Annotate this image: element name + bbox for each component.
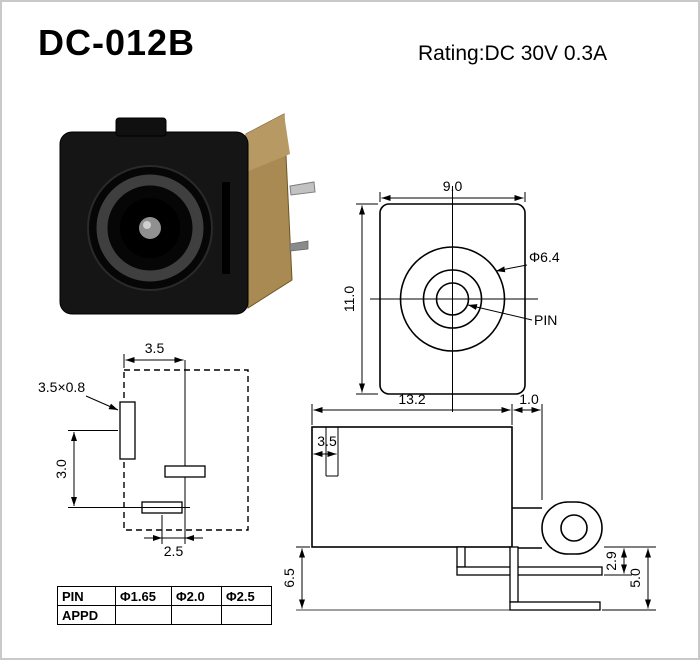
footprint-pad-center xyxy=(164,465,206,478)
sv-dim-height-label: 6.5 xyxy=(281,568,297,588)
page-title: DC-012B xyxy=(38,22,196,63)
sv-dim-flange-label: 1.0 xyxy=(519,391,539,407)
spec-cell-appd-label: APPD xyxy=(57,605,116,625)
front-view-dimensions: 9.0 11.0 Φ6.4 PIN xyxy=(341,178,560,395)
sv-dim-notch-label: 3.5 xyxy=(317,433,337,449)
side-view-dimensions: 13.2 1.0 3.5 6.5 2.9 5. xyxy=(281,391,656,611)
front-view-geometry xyxy=(370,186,538,412)
spec-table: PIN Φ1.65 Φ2.0 Φ2.5 APPD xyxy=(57,586,272,625)
footprint-drawing: 3.5 3.5×0.8 3.0 2.5 xyxy=(38,340,249,559)
footprint-pad-slot xyxy=(119,401,136,460)
spec-cell-pin-label: PIN xyxy=(57,586,116,606)
solder-pin-photo xyxy=(289,181,316,196)
side-view-geometry xyxy=(311,426,603,611)
side-view-pin-hole xyxy=(560,514,588,542)
spec-cell-pin-v3: Φ2.5 xyxy=(221,586,272,606)
fv-dim-height-label: 11.0 xyxy=(341,286,357,312)
spec-cell-pin-v2: Φ2.0 xyxy=(171,586,222,606)
fp-dim-left-label: 3.0 xyxy=(53,459,69,479)
footprint-dimensions: 3.5 3.5×0.8 3.0 2.5 xyxy=(38,340,203,559)
side-view-drawing: 13.2 1.0 3.5 6.5 2.9 5. xyxy=(281,391,656,611)
fv-dim-width-label: 9.0 xyxy=(443,178,463,194)
side-view-pin-lower xyxy=(509,601,601,611)
footprint-geometry xyxy=(119,360,249,531)
front-view-drawing: 9.0 11.0 Φ6.4 PIN xyxy=(341,178,560,412)
rating-text: Rating:DC 30V 0.3A xyxy=(418,42,608,65)
spec-cell-appd-v2 xyxy=(171,605,222,625)
side-view-bushing xyxy=(541,501,603,555)
product-photo-image xyxy=(59,113,316,315)
spec-cell-pin-v1: Φ1.65 xyxy=(115,586,172,606)
side-view-pin-upper xyxy=(456,566,603,576)
spec-cell-appd-v1 xyxy=(115,605,172,625)
fp-dim-top-label: 3.5 xyxy=(145,340,165,356)
dc-jack-photo xyxy=(59,113,316,315)
spec-table-row-appd: APPD xyxy=(57,605,272,625)
fv-diameter-label: Φ6.4 xyxy=(529,249,560,265)
spec-cell-appd-v3 xyxy=(221,605,272,625)
sv-dim-pin-lower-label: 5.0 xyxy=(627,568,643,588)
spec-table-row-pin: PIN Φ1.65 Φ2.0 Φ2.5 xyxy=(57,586,272,606)
sv-dim-pin-upper-label: 2.9 xyxy=(603,551,619,571)
fv-pin-label: PIN xyxy=(534,312,557,328)
side-view-body-outline xyxy=(311,426,513,548)
fp-pad-size-label: 3.5×0.8 xyxy=(38,379,85,395)
sv-dim-width-label: 13.2 xyxy=(398,391,425,407)
fp-dim-bottom-label: 2.5 xyxy=(164,543,184,559)
